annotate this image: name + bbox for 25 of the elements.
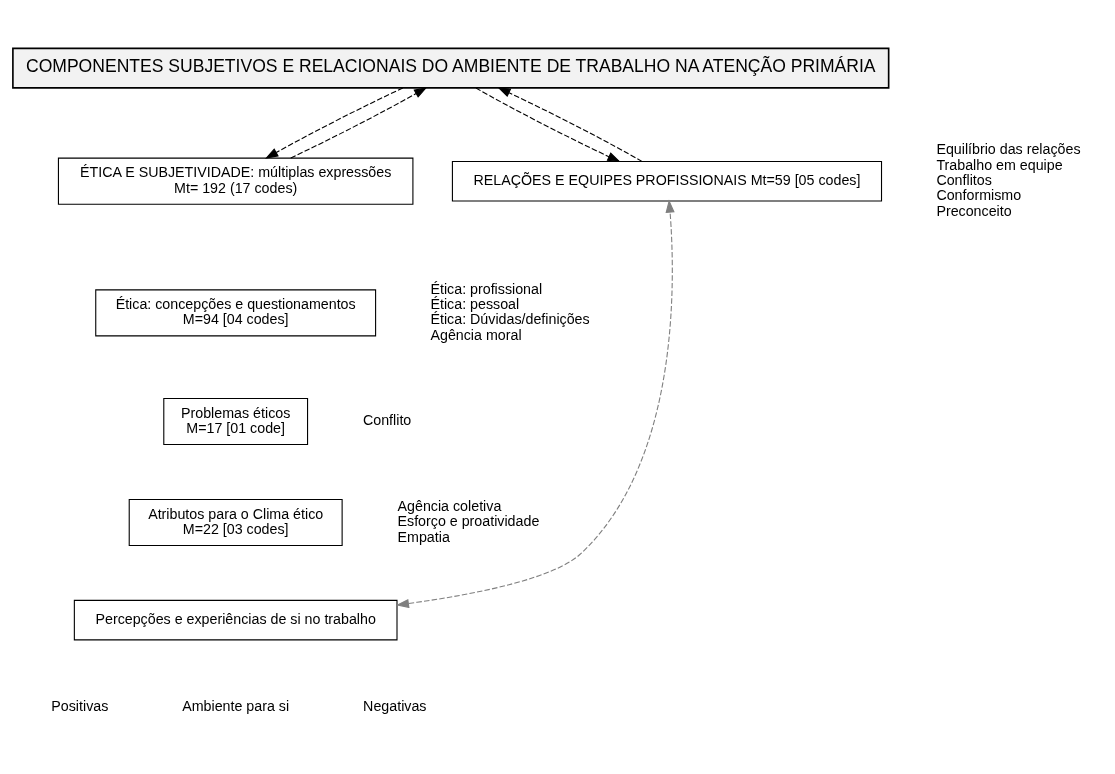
node-box: Problemas éticos M=17 [01 code] [163, 397, 309, 445]
node-label: Equilíbrio das relações [936, 140, 1081, 157]
arrow [290, 86, 428, 158]
node-label: Preconceito [936, 202, 1012, 219]
node-box: Percepções e experiências de si no trabalho [73, 599, 398, 640]
node-box: RELAÇÕES E EQUIPES PROFISSIONAIS Mt=59 [05 codes] [451, 160, 883, 201]
arrow [475, 87, 621, 162]
node-box: Ética: concepções e questionamentos M=94 [04 codes] [95, 288, 377, 336]
node-label: Trabalho em equipe [936, 156, 1063, 173]
node-box: COMPONENTES SUBJETIVOS E RELACIONAIS DO AMBIENTE DE TRABALHO NA ATENÇÃO PRIMÁRIA [12, 47, 890, 89]
node-box: Atributos para o Clima ético M=22 [03 codes] [128, 498, 343, 546]
label: Ambiente para si [182, 697, 290, 714]
node-label: Empatia [397, 528, 450, 545]
node-label: Conflitos [936, 171, 992, 188]
arrow [265, 87, 404, 159]
node-label: Conformismo [936, 186, 1022, 203]
node-label: Agência coletiva [397, 497, 502, 514]
label: Positivas [51, 697, 109, 714]
node-box: ÉTICA E SUBJETIVIDADE: múltiplas expressões Mt= 192 (17 codes) [57, 157, 414, 205]
node-label: Conflito [362, 411, 412, 428]
label: Negativas [363, 697, 427, 714]
node-label: Agência moral [430, 326, 522, 343]
arrow [497, 86, 643, 162]
arrow [395, 198, 675, 608]
node-label: Ética: profissional [430, 280, 543, 297]
